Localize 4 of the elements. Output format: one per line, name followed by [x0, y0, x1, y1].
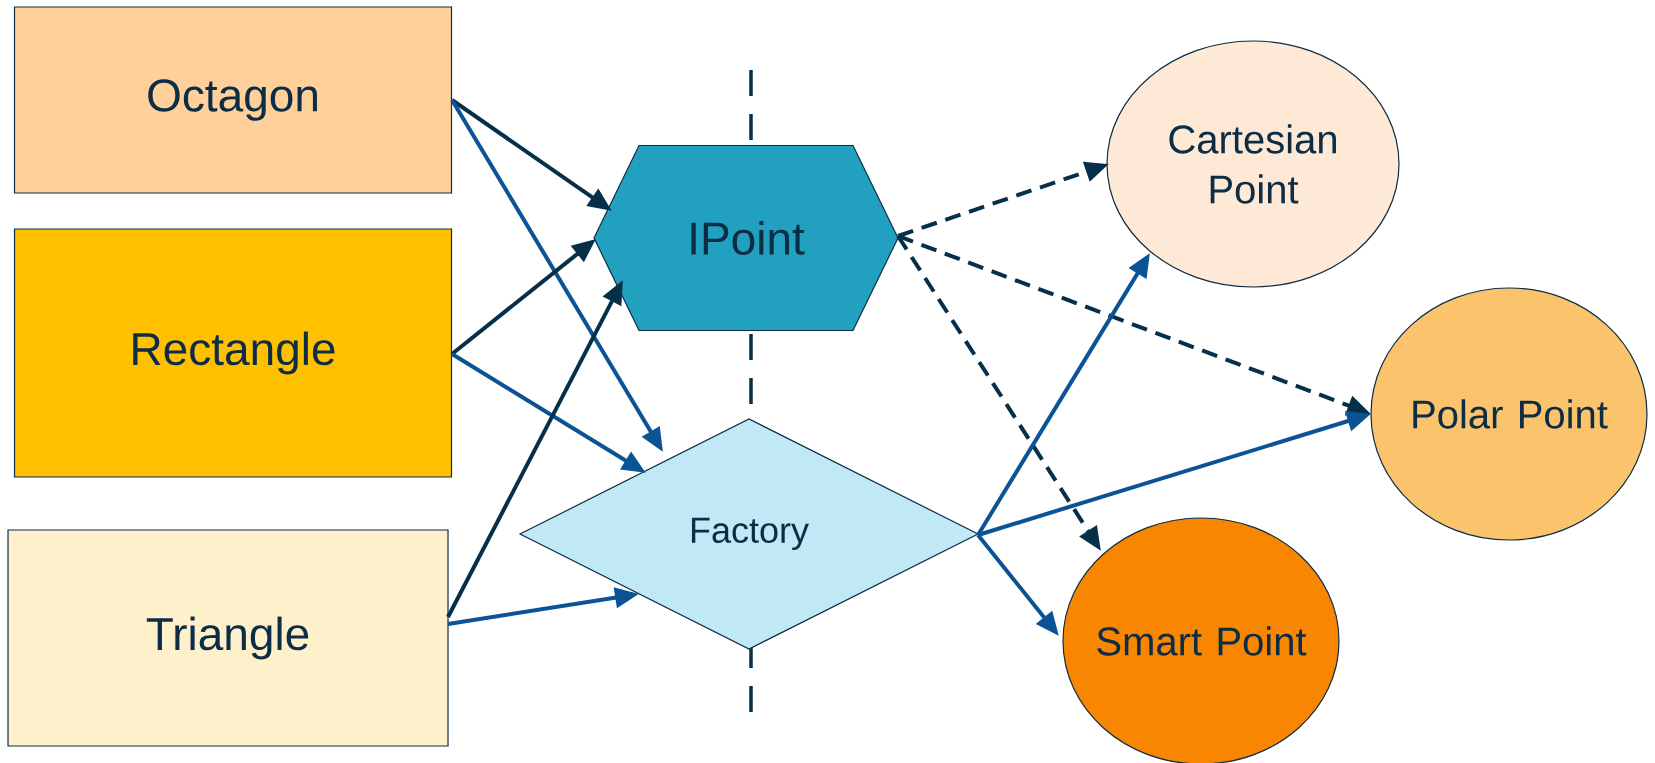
- class-box: Rectangle: [13, 228, 453, 478]
- interface-hexagon: IPoint: [593, 144, 899, 332]
- class-box: Octagon: [13, 6, 453, 194]
- class-box: Triangle: [7, 529, 449, 747]
